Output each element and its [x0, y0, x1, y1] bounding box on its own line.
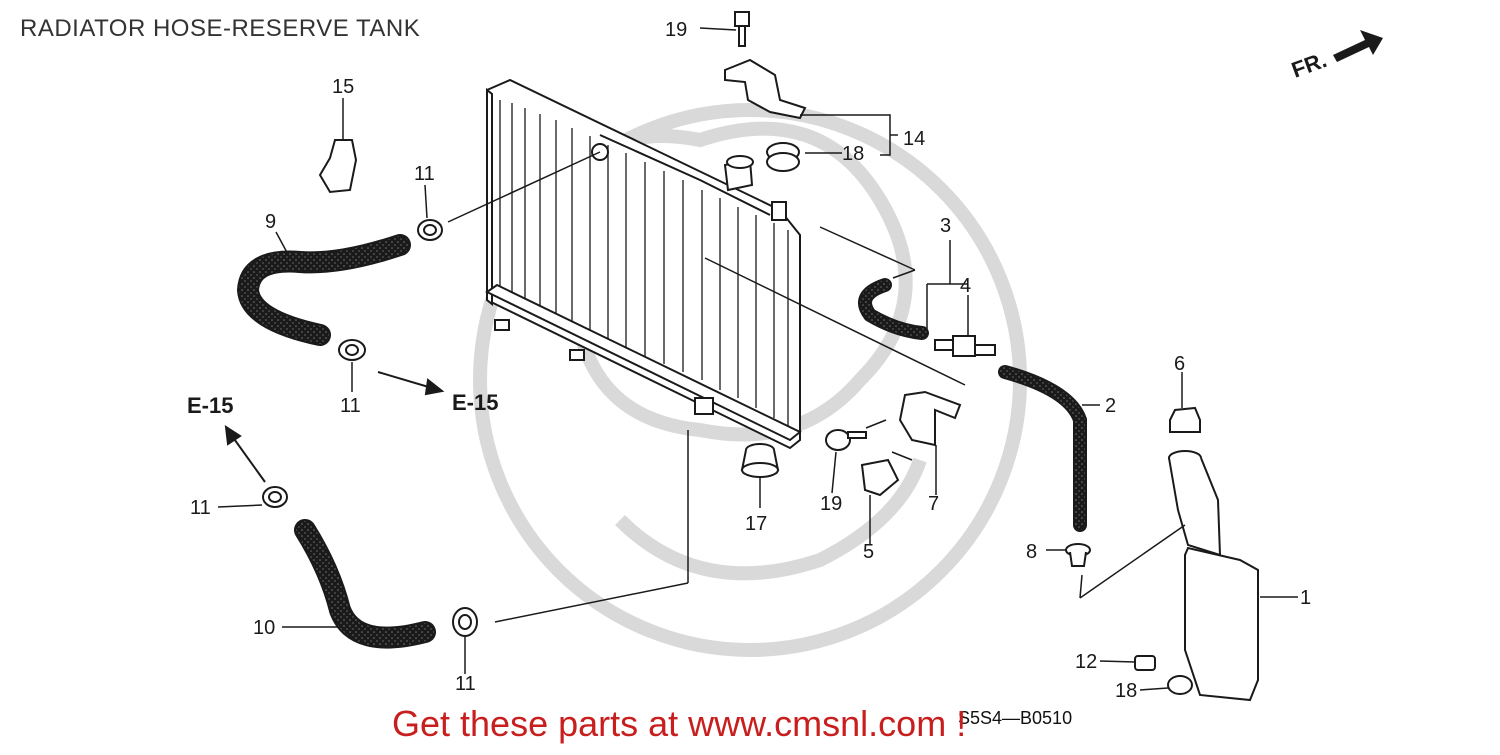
- callout-1: 1: [1300, 587, 1311, 609]
- reserve-tank: [1168, 450, 1259, 702]
- callout-10: 10: [253, 617, 275, 639]
- clip-13: [318, 139, 358, 194]
- callout-7: 7: [928, 493, 939, 515]
- leader-lines: [217, 27, 1298, 691]
- clip-18: [1167, 675, 1193, 695]
- joint-4: [934, 335, 996, 357]
- cap-6: [1169, 406, 1201, 433]
- callout-8: 8: [1026, 541, 1037, 563]
- radiator: [485, 78, 802, 450]
- callout-11-upper: 11: [414, 163, 435, 185]
- diagram-code: S5S4—B0510: [958, 708, 1073, 728]
- callout-19: 19: [820, 493, 842, 515]
- footer-link[interactable]: Get these parts at www.cmsnl.com !: [392, 703, 967, 744]
- callout-11-lower: 11: [455, 673, 476, 695]
- callout-17: 19: [665, 19, 687, 41]
- callout-5: 5: [863, 541, 874, 563]
- bracket-7: [898, 390, 962, 447]
- cap-12: [1134, 655, 1156, 671]
- front-label: FR.: [1288, 47, 1330, 83]
- hose-clamp-mid: [338, 339, 366, 361]
- ref-arrows: [224, 371, 445, 483]
- ref-label-right: E-15: [452, 390, 498, 415]
- hose-clamp-left: [262, 486, 288, 508]
- callout-3: 3: [940, 215, 951, 237]
- callout-15: 17: [745, 513, 767, 535]
- clip-5: [860, 458, 900, 497]
- bolt-19: [825, 429, 867, 451]
- callout-16: 18: [842, 143, 864, 165]
- callout-2: 2: [1105, 395, 1116, 417]
- callout-9: 9: [265, 211, 276, 233]
- callout-18: 18: [1115, 680, 1137, 702]
- callout-11-mid: 11: [340, 395, 361, 417]
- callout-14: 14: [903, 128, 925, 150]
- grommet-16: [766, 142, 800, 172]
- mount-15: [740, 443, 780, 478]
- callout-6: 6: [1174, 353, 1185, 375]
- page-title: RADIATOR HOSE-RESERVE TANK: [20, 15, 421, 42]
- callout-13: 15: [332, 76, 354, 98]
- callout-11-left: 11: [190, 497, 211, 519]
- front-arrow-icon: FR.: [1288, 30, 1383, 83]
- hose-clamp-upper: [417, 219, 443, 241]
- ref-label-left: E-15: [187, 393, 233, 418]
- callout-12: 12: [1075, 651, 1097, 673]
- callouts: 19 15 11 9 11 11 10 11 14 18 3 4 2 6 17 …: [190, 19, 1311, 702]
- bolt-17: [734, 11, 750, 47]
- hose-clamp-lower: [452, 607, 478, 637]
- callout-4: 4: [960, 275, 971, 297]
- grommet-8: [1065, 543, 1091, 567]
- bracket-14: [724, 58, 807, 120]
